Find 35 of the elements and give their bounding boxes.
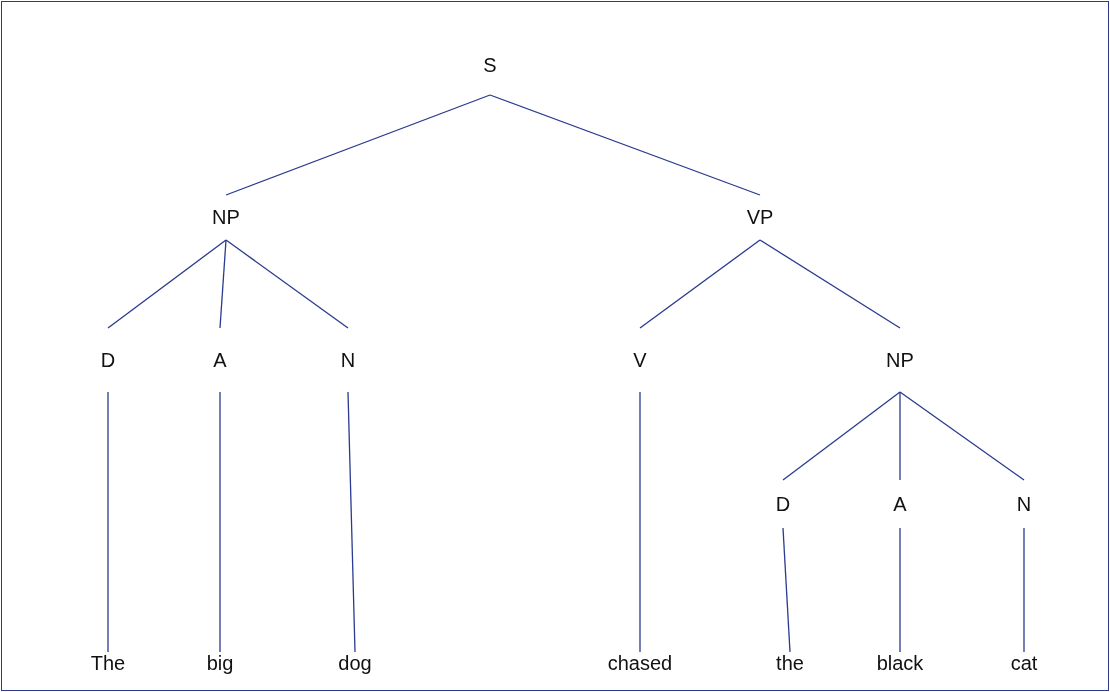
word-label: chased bbox=[607, 652, 673, 675]
tree-branch bbox=[899, 391, 901, 481]
category-label: D bbox=[775, 492, 791, 516]
word-label: the bbox=[776, 652, 804, 675]
category-label: N bbox=[1016, 492, 1032, 516]
tree-branch bbox=[759, 239, 901, 329]
tree-branch bbox=[347, 391, 356, 653]
category-label: NP bbox=[886, 348, 914, 372]
tree-branch bbox=[899, 391, 1025, 481]
word-label: cat bbox=[1010, 652, 1038, 675]
word-label: dog bbox=[338, 652, 372, 675]
word-label: big bbox=[206, 652, 234, 675]
tree-branch bbox=[639, 239, 761, 329]
tree-branch bbox=[899, 527, 901, 653]
category-label: N bbox=[340, 348, 356, 372]
category-label: A bbox=[213, 348, 227, 372]
category-label: V bbox=[633, 348, 647, 372]
category-label: S bbox=[483, 53, 497, 77]
tree-branch bbox=[219, 391, 221, 653]
tree-branch bbox=[639, 391, 641, 653]
tree-branch bbox=[1023, 527, 1025, 653]
tree-branch bbox=[107, 239, 227, 329]
word-label: The bbox=[90, 652, 126, 675]
tree-branch bbox=[782, 391, 901, 481]
category-label: D bbox=[100, 348, 116, 372]
word-label: black bbox=[876, 652, 924, 675]
category-label: NP bbox=[212, 206, 240, 229]
tree-branch bbox=[219, 239, 227, 329]
tree-branch bbox=[107, 391, 109, 653]
tree-branch bbox=[225, 94, 491, 196]
tree-branch bbox=[782, 527, 791, 653]
category-label: VP bbox=[746, 206, 774, 229]
tree-branch bbox=[225, 239, 349, 329]
category-label: A bbox=[893, 492, 907, 516]
tree-branch bbox=[489, 94, 761, 196]
